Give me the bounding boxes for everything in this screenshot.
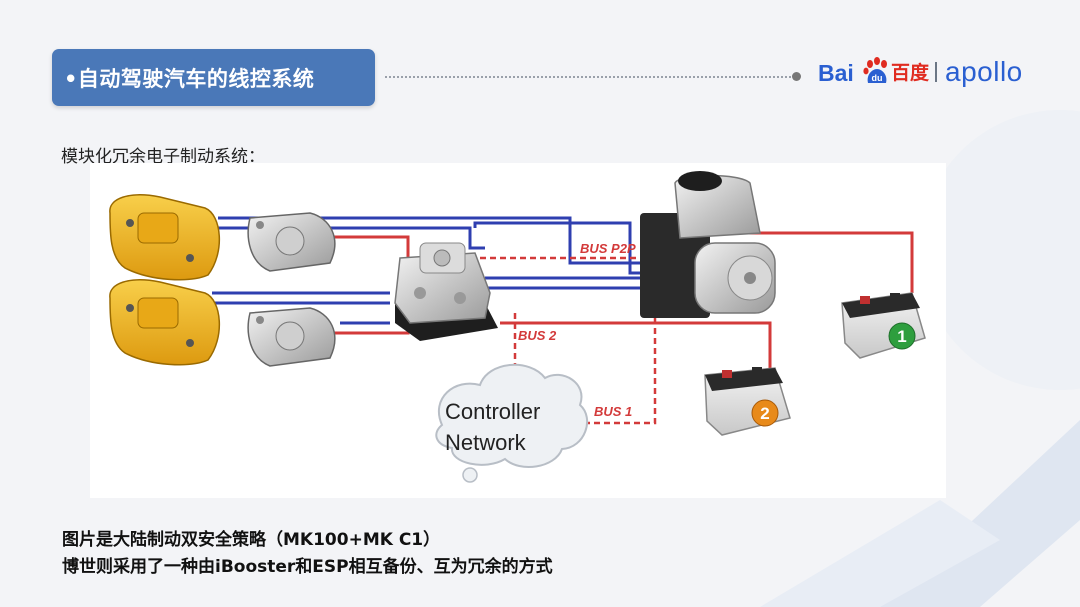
- battery-1-badge: 1: [897, 327, 906, 346]
- bus-2-label: BUS 2: [518, 328, 557, 343]
- title-divider-dot: [792, 72, 801, 81]
- svg-text:du: du: [872, 73, 883, 83]
- page-title: •自动驾驶汽车的线控系统: [64, 67, 315, 91]
- battery-2: 2: [704, 367, 791, 436]
- rear-caliper-left: [109, 279, 220, 366]
- baidu-paw-icon: du: [863, 57, 887, 83]
- controller-network-cloud: Controller Network: [435, 363, 589, 483]
- battery-1: 1: [841, 292, 926, 359]
- title-banner: [52, 49, 375, 106]
- apollo-logo: apollo: [945, 56, 1023, 87]
- brake-system-diagram: 1 2 Controller Network BUS P2P BUS 2 BUS…: [109, 171, 926, 483]
- ibooster-unit: [640, 171, 776, 318]
- caption-line-1: 图片是大陆制动双安全策略（MK100+MK C1）: [62, 530, 441, 550]
- bus-1-label: BUS 1: [594, 404, 632, 419]
- network-label-line2: Network: [445, 430, 527, 455]
- baidu-logo-text: Bai: [818, 60, 854, 86]
- baidu-logo-chinese: 百度: [891, 62, 930, 84]
- network-label-line1: Controller: [445, 399, 540, 424]
- logo-separator: [935, 62, 937, 82]
- battery-2-badge: 2: [760, 404, 769, 423]
- section-subtitle: 模块化冗余电子制动系统：: [61, 147, 265, 167]
- front-caliper-left: [109, 194, 220, 281]
- bus-p2p-label: BUS P2P: [580, 241, 636, 256]
- caption-line-2: 博世则采用了一种由iBooster和ESP相互备份、互为冗余的方式: [62, 557, 553, 577]
- rear-caliper-right: [247, 307, 336, 367]
- front-caliper-right: [247, 212, 336, 272]
- esp-control-module: [394, 242, 498, 341]
- title-dotted-divider: [385, 76, 795, 78]
- diagram-panel: 1 2 Controller Network BUS P2P BUS 2 BUS…: [90, 163, 946, 498]
